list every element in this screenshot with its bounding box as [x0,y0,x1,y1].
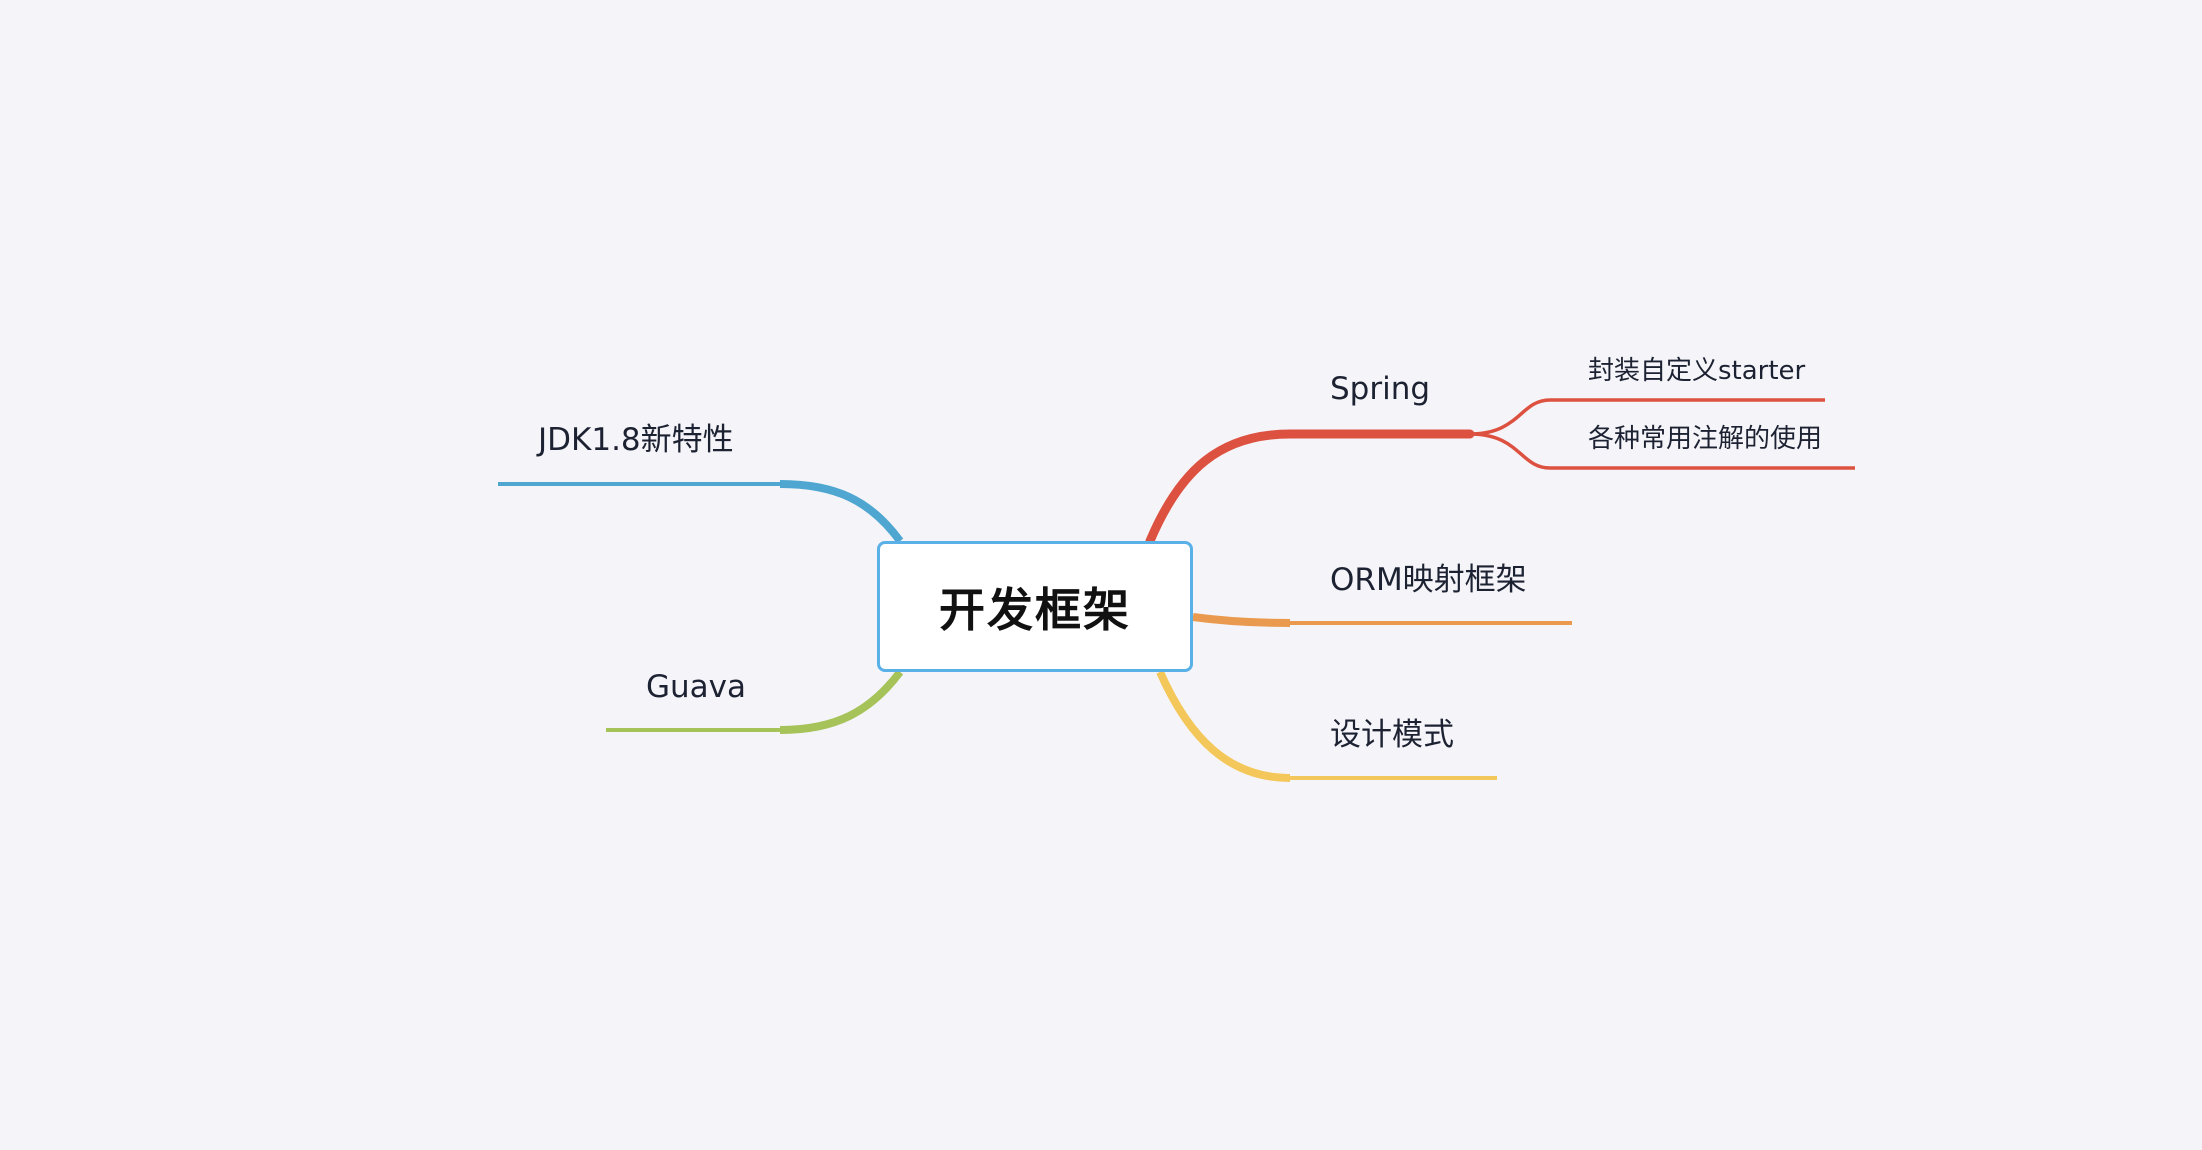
connector-spring-child-2 [1469,432,1855,470]
topic-jdk18[interactable]: JDK1.8新特性 [538,422,734,458]
connector-spring [1145,429,1475,546]
topic-guava[interactable]: Guava [646,669,747,705]
connector-spring-child-1 [1469,398,1825,436]
central-topic[interactable]: 开发框架 [877,541,1193,672]
topic-spring-child-starter[interactable]: 封装自定义starter [1588,356,1806,386]
topic-design-patterns[interactable]: 设计模式 [1330,717,1454,753]
connector-jdk-root [779,480,904,544]
topic-orm[interactable]: ORM映射框架 [1330,562,1527,598]
connector-guava-root [779,669,904,734]
topic-spring-child-annotations[interactable]: 各种常用注解的使用 [1588,424,1823,454]
topic-spring[interactable]: Spring [1330,371,1431,407]
connector-design-root [1156,670,1291,782]
central-topic-label: 开发框架 [939,582,1131,637]
connector-orm-root [1192,613,1291,627]
